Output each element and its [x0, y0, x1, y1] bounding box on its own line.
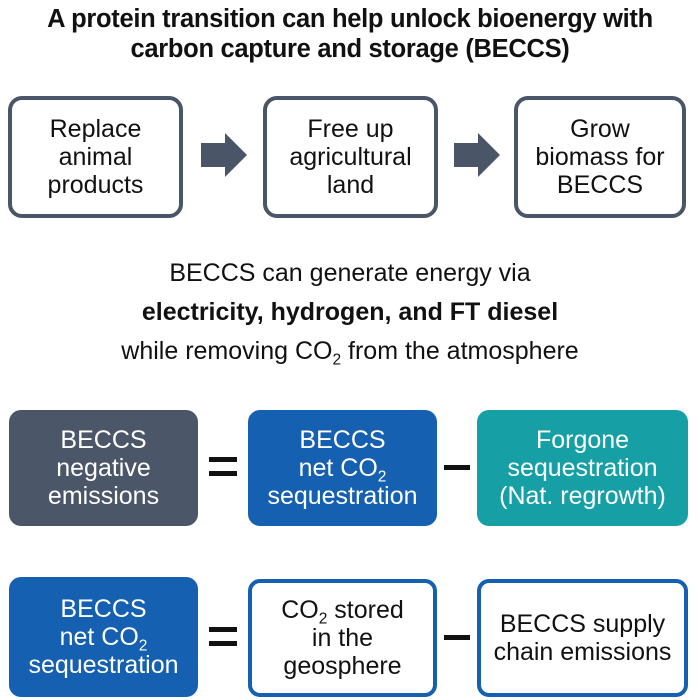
box-text: BECCS supply	[499, 610, 666, 638]
box-text-part: net CO	[298, 454, 378, 482]
box-text: sequestration	[28, 651, 179, 679]
box-text: chain emissions	[493, 638, 672, 666]
flow-step-text: products	[47, 171, 144, 199]
title-line-2: carbon capture and storage (BECCS)	[130, 35, 570, 63]
box-text-part: CO	[281, 596, 319, 624]
box-text: sequestration	[267, 482, 418, 510]
equals-sign	[209, 457, 237, 477]
title-line-1: A protein transition can help unlock bio…	[47, 5, 653, 33]
beccs-negative-emissions-box: BECCS negative emissions	[9, 410, 198, 526]
flow-step-free-up-land: Free up agricultural land	[263, 96, 438, 218]
flow-step-text: land	[326, 171, 375, 199]
flow-step-text: biomass for	[535, 143, 665, 171]
statement-line-2: electricity, hydrogen, and FT diesel	[0, 297, 700, 328]
box-text: CO2 stored	[281, 596, 404, 628]
flow-step-text: animal	[58, 143, 133, 171]
box-text: (Nat. regrowth)	[499, 482, 666, 510]
minus-sign	[444, 465, 470, 470]
beccs-supply-chain-emissions-box: BECCS supply chain emissions	[477, 579, 688, 697]
flow-step-text: BECCS	[556, 171, 644, 199]
beccs-net-co2-sequestration-box: BECCS net CO2 sequestration	[248, 410, 437, 526]
diagram-title: A protein transition can help unlock bio…	[0, 4, 700, 64]
co2-stored-geosphere-box: CO2 stored in the geosphere	[248, 579, 437, 697]
minus-sign	[444, 635, 470, 640]
flow-step-text: Free up	[307, 115, 394, 143]
box-text-part: net CO	[59, 623, 139, 651]
subscript: 2	[332, 351, 342, 369]
subscript: 2	[318, 610, 328, 628]
flow-step-text: Replace	[49, 115, 142, 143]
box-text: BECCS	[299, 426, 386, 454]
right-arrow-icon	[201, 133, 247, 177]
box-text: emissions	[47, 482, 160, 510]
box-text: in the	[311, 624, 374, 652]
flow-step-replace-animal-products: Replace animal products	[8, 96, 183, 218]
flow-step-text: Grow	[570, 115, 630, 143]
flow-step-grow-biomass: Grow biomass for BECCS	[514, 96, 686, 218]
subscript: 2	[138, 637, 148, 655]
equals-sign	[209, 627, 237, 647]
box-text: negative	[56, 454, 151, 482]
box-text: net CO2	[267, 454, 417, 486]
statement-bold-text: electricity, hydrogen, and FT diesel	[141, 298, 559, 326]
right-arrow-icon	[454, 133, 500, 177]
box-text: BECCS	[60, 426, 147, 454]
statement-text: from the atmosphere	[341, 337, 579, 365]
box-text: net CO2	[28, 623, 178, 655]
subscript: 2	[377, 468, 387, 486]
forgone-sequestration-box: Forgone sequestration (Nat. regrowth)	[477, 410, 688, 526]
statement-line-1: BECCS can generate energy via	[169, 259, 531, 287]
box-text: geosphere	[283, 652, 402, 680]
beccs-net-co2-sequestration-box: BECCS net CO2 sequestration	[9, 577, 198, 697]
statement-line-3: while removing CO2 from the atmosphere	[0, 336, 700, 369]
box-text: BECCS	[60, 595, 147, 623]
box-text: sequestration	[507, 454, 658, 482]
box-text: Forgone	[535, 426, 630, 454]
box-text-part: stored	[327, 596, 404, 624]
flow-step-text: agricultural	[289, 143, 412, 171]
statement-text: while removing CO	[121, 337, 333, 365]
